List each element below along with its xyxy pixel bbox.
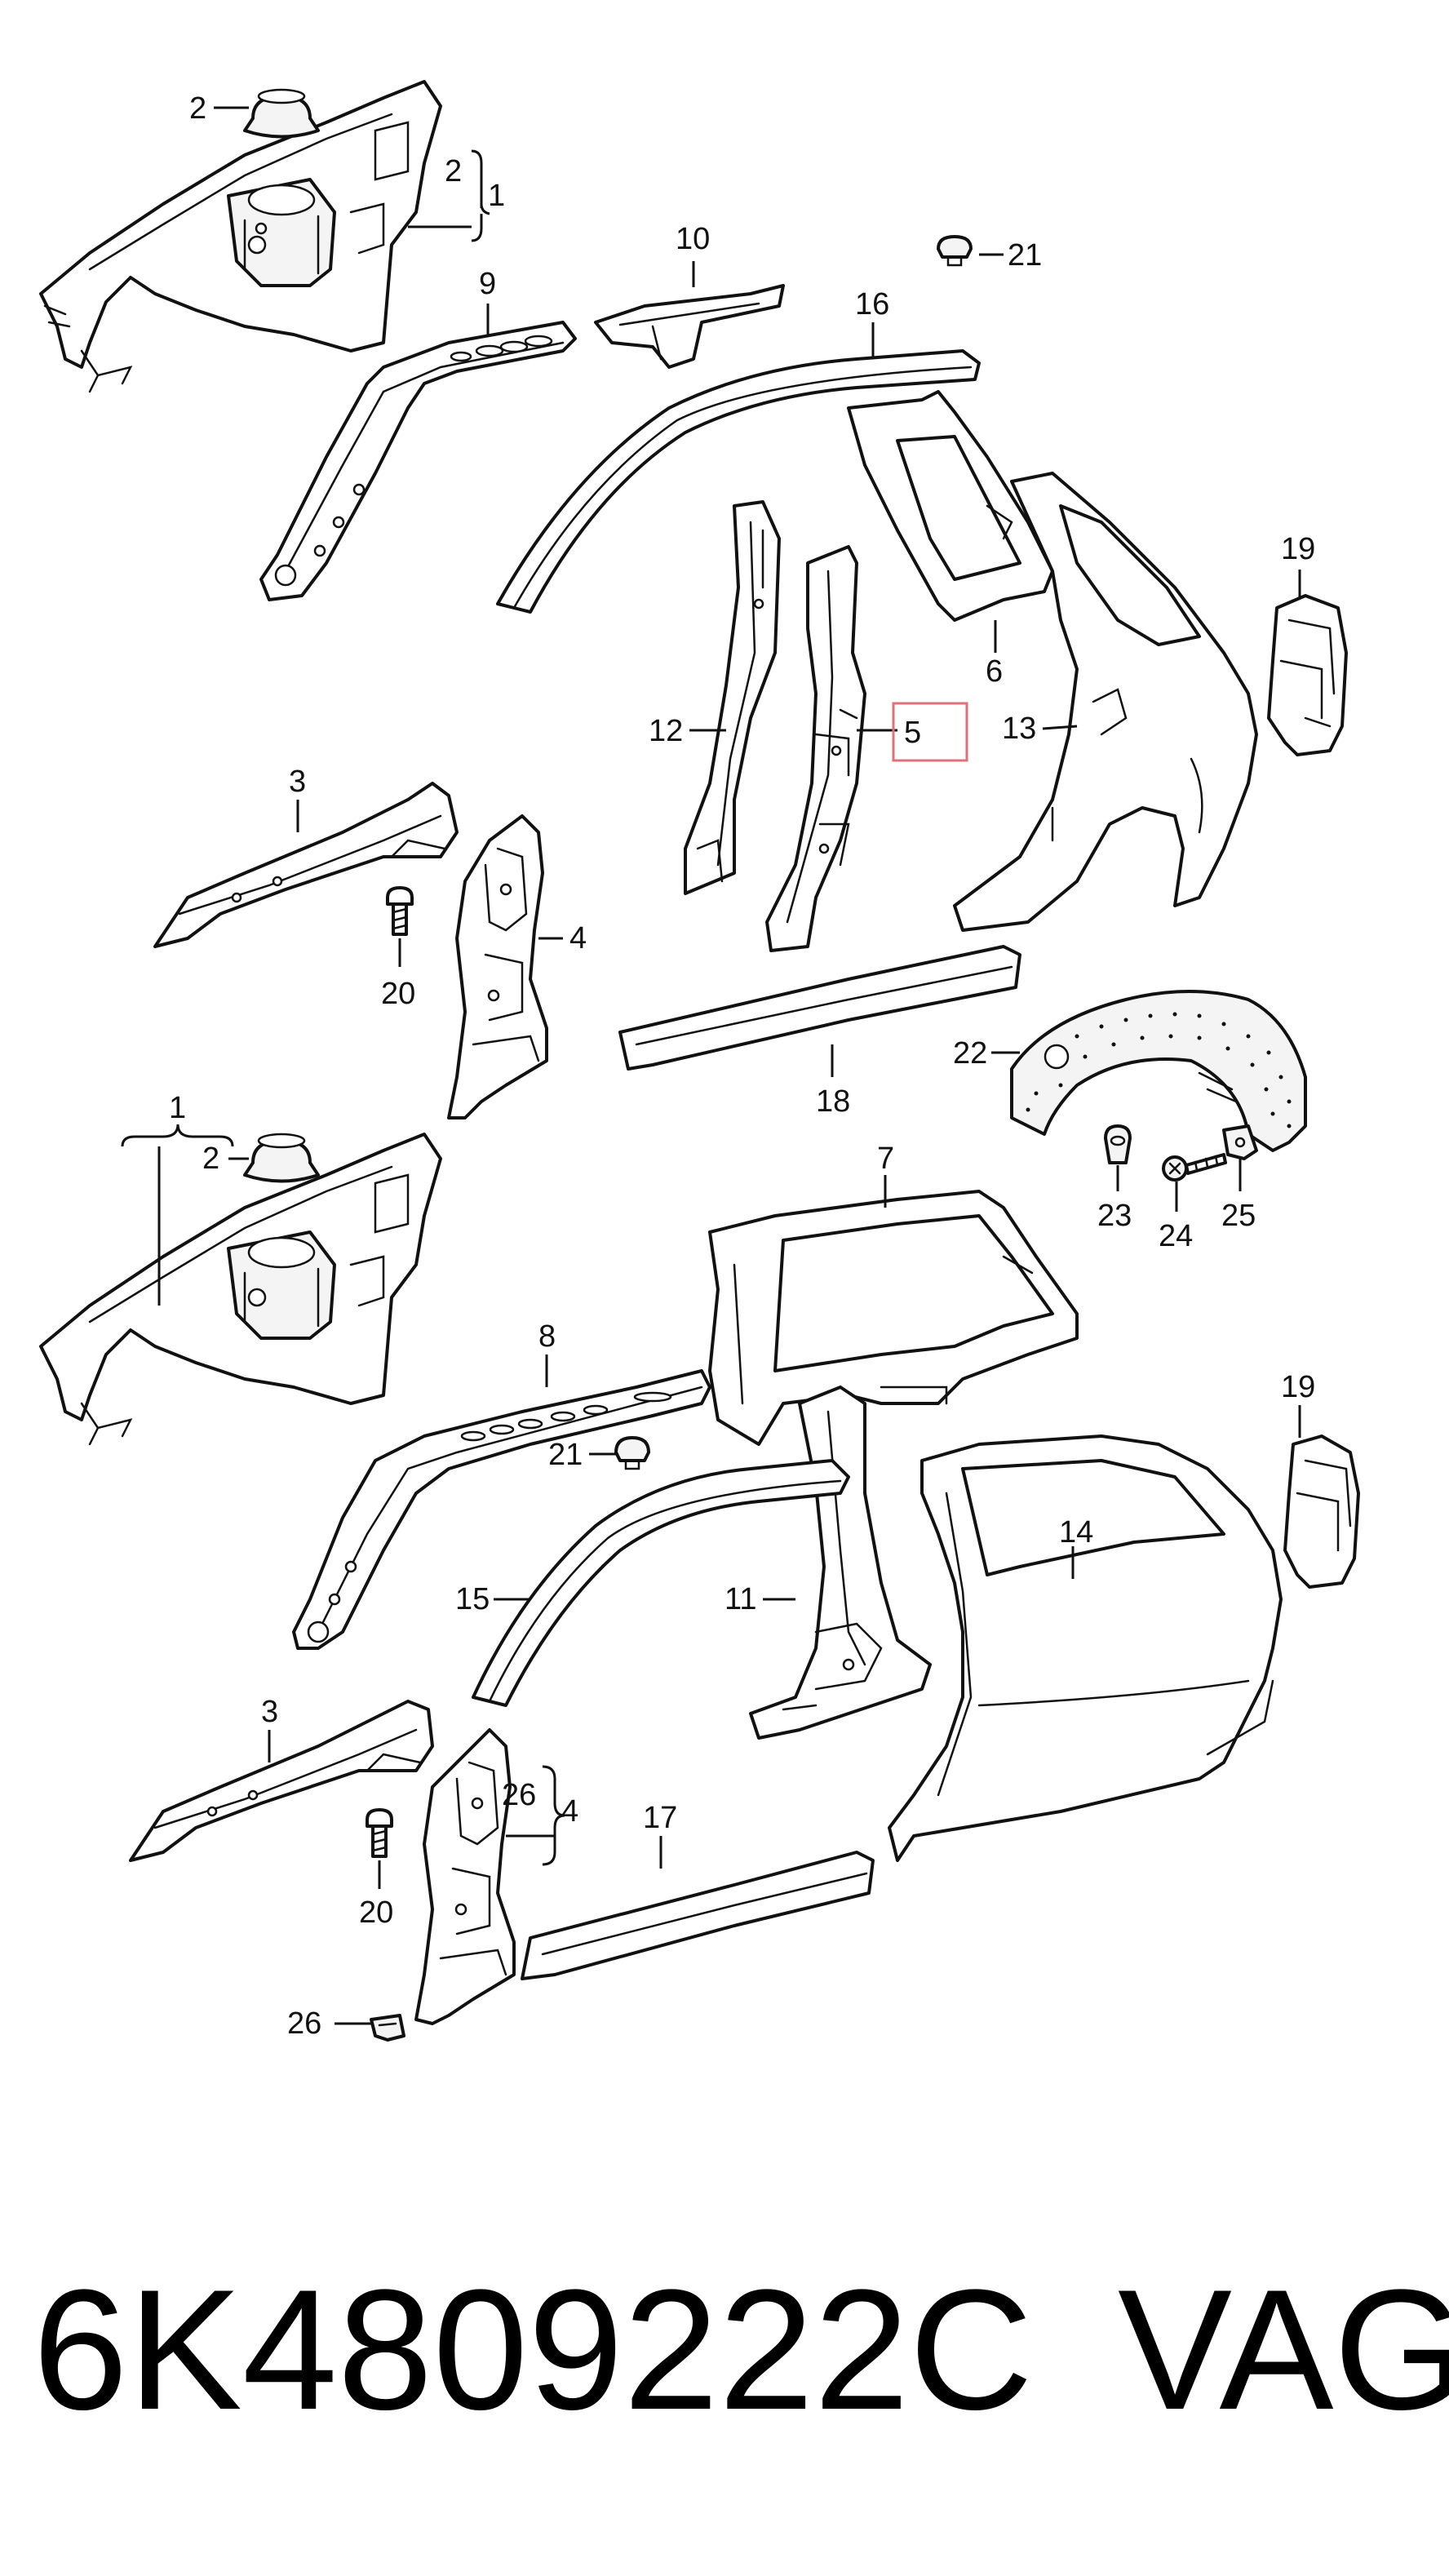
callout-15: 15	[455, 1582, 490, 1616]
callout-23: 23	[1097, 1199, 1132, 1233]
part-clip-21-top	[937, 235, 973, 267]
callout-3-bottom: 3	[261, 1695, 278, 1729]
part-roof-member-10	[594, 284, 785, 369]
callout-6: 6	[986, 654, 1003, 689]
callout-1-top: 1	[488, 179, 505, 213]
part-sill-17	[521, 1851, 875, 1980]
part-wheel-liner-22	[1010, 990, 1307, 1152]
part-sill-18	[618, 945, 1021, 1071]
part-bracket-19-top	[1267, 594, 1348, 756]
callout-labels: 2 2 1 10 21 9 16 19 12 5 13 6 3 4 20 18 …	[169, 91, 1315, 2041]
callout-11: 11	[724, 1582, 756, 1616]
callout-4-top: 4	[569, 921, 587, 955]
part-side-member-3-top	[153, 782, 459, 948]
part-cap-top	[243, 88, 320, 139]
part-clip-21-bottom	[614, 1436, 650, 1470]
part-side-member-3-bottom	[129, 1700, 434, 1862]
callout-24: 24	[1159, 1219, 1193, 1253]
callout-3-top: 3	[289, 765, 306, 799]
part-quarter-frame-6	[847, 390, 1054, 622]
callout-26-b: 26	[287, 2006, 321, 2041]
part-clip-26	[370, 2014, 405, 2042]
part-frame-9	[259, 321, 577, 601]
part-bolt-20-bottom	[366, 1808, 393, 1858]
part-clip-25	[1222, 1124, 1258, 1160]
callout-25: 25	[1221, 1199, 1256, 1233]
part-bolt-20-top	[386, 886, 414, 936]
callout-13: 13	[1002, 712, 1036, 746]
part-b-pillar-11	[749, 1386, 932, 1740]
part-pillar-base-4-top	[447, 814, 548, 1120]
callout-2-top: 2	[189, 91, 206, 126]
part-number: 6K4809222C	[33, 2254, 1034, 2445]
callout-19-top: 19	[1281, 532, 1315, 566]
part-pillar-base-4-bottom	[414, 1728, 516, 2025]
part-quarter-panel-13	[953, 472, 1258, 932]
callout-2-bottom: 2	[202, 1142, 219, 1176]
part-b-pillar-5	[765, 545, 866, 952]
callout-16: 16	[855, 287, 889, 321]
callout-2-top-b: 2	[445, 154, 462, 188]
callout-20-top: 20	[381, 977, 415, 1011]
part-inner-wheelhouse-bottom	[39, 1133, 442, 1446]
part-bracket-19-bottom	[1283, 1434, 1360, 1589]
callout-20-bottom: 20	[359, 1895, 393, 1930]
part-inner-wheelhouse-top	[39, 80, 442, 393]
callout-8: 8	[538, 1319, 556, 1354]
callout-4-bottom: 4	[561, 1794, 578, 1829]
part-door-frame-7	[708, 1190, 1079, 1446]
callout-10: 10	[676, 222, 710, 256]
part-frame-8	[292, 1369, 711, 1650]
callout-5: 5	[904, 716, 921, 750]
part-quarter-panel-14	[888, 1434, 1283, 1862]
callout-1-bottom: 1	[169, 1091, 186, 1125]
leader-lines	[121, 106, 1301, 2025]
callout-22: 22	[953, 1036, 987, 1071]
callout-14: 14	[1059, 1515, 1093, 1550]
footer: 6K4809222C VAG	[33, 2254, 1449, 2445]
callout-21-top: 21	[1008, 238, 1042, 273]
part-cap-bottom	[243, 1133, 320, 1183]
part-screw-24	[1162, 1153, 1227, 1182]
callout-19-bottom: 19	[1281, 1370, 1315, 1404]
callout-9: 9	[479, 267, 496, 301]
callout-26-a: 26	[502, 1778, 536, 1812]
callout-21-bottom: 21	[548, 1438, 583, 1472]
part-nut-23	[1104, 1124, 1132, 1164]
part-roof-rail-16	[496, 349, 981, 614]
highlight-box	[892, 702, 968, 762]
callout-7: 7	[877, 1142, 894, 1176]
part-b-pillar-12	[684, 500, 781, 895]
part-roof-rail-15	[472, 1459, 850, 1707]
brand-name: VAG	[1118, 2254, 1449, 2445]
callout-17: 17	[643, 1801, 677, 1835]
callout-12: 12	[649, 714, 683, 748]
callout-18: 18	[816, 1084, 850, 1119]
